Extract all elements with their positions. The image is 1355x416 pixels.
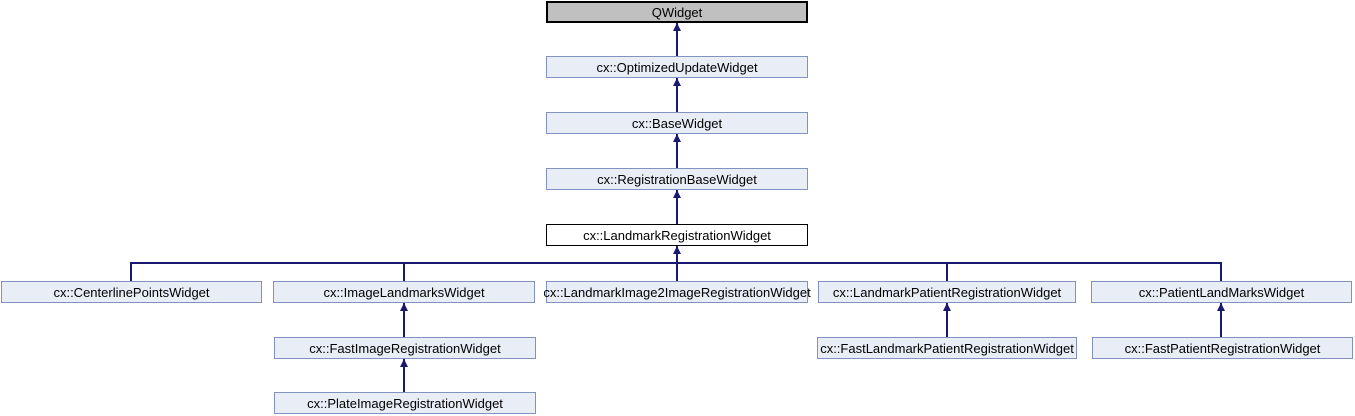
edge-line xyxy=(403,359,405,392)
inheritance-arrowhead xyxy=(673,78,681,86)
inheritance-arrowhead xyxy=(673,134,681,142)
inheritance-arrowhead xyxy=(400,359,408,367)
edge-line xyxy=(676,134,678,168)
edge-line xyxy=(676,246,678,264)
class-node-plateimageregistrationwidget[interactable]: cx::PlateImageRegistrationWidget xyxy=(274,392,536,414)
edge-line xyxy=(130,264,132,281)
edge-line xyxy=(403,303,405,337)
edge-line xyxy=(676,23,678,56)
inheritance-arrowhead xyxy=(673,23,681,31)
class-node-landmarkpatientregistrationwidget[interactable]: cx::LandmarkPatientRegistrationWidget xyxy=(818,281,1076,303)
class-node-registrationbasewidget[interactable]: cx::RegistrationBaseWidget xyxy=(546,168,808,190)
edge-bus-line xyxy=(130,262,1222,264)
edge-line xyxy=(676,190,678,224)
class-node-landmarkregistrationwidget: cx::LandmarkRegistrationWidget xyxy=(546,224,808,246)
class-node-basewidget[interactable]: cx::BaseWidget xyxy=(546,112,808,134)
class-node-centerlinepointswidget[interactable]: cx::CenterlinePointsWidget xyxy=(1,281,262,303)
class-node-optimizedupdatewidget[interactable]: cx::OptimizedUpdateWidget xyxy=(546,56,808,78)
edge-line xyxy=(946,303,948,337)
inheritance-arrowhead xyxy=(1217,303,1225,311)
edge-line xyxy=(676,264,678,281)
class-node-qwidget: QWidget xyxy=(546,1,808,23)
edge-line xyxy=(946,264,948,281)
class-node-landmarkimage2imageregistrationwidget[interactable]: cx::LandmarkImage2ImageRegistrationWidge… xyxy=(543,281,811,303)
class-node-fastlandmarkpatientregistrationwidget[interactable]: cx::FastLandmarkPatientRegistrationWidge… xyxy=(817,337,1077,359)
inheritance-arrowhead xyxy=(673,190,681,198)
class-node-imagelandmarkswidget[interactable]: cx::ImageLandmarksWidget xyxy=(273,281,535,303)
edge-line xyxy=(1220,264,1222,281)
edge-line xyxy=(403,264,405,281)
inheritance-arrowhead xyxy=(943,303,951,311)
inheritance-arrowhead xyxy=(673,246,681,254)
inheritance-arrowhead xyxy=(400,303,408,311)
edge-line xyxy=(1220,303,1222,337)
class-node-fastpatientregistrationwidget[interactable]: cx::FastPatientRegistrationWidget xyxy=(1092,337,1353,359)
class-node-patientlandmarkswidget[interactable]: cx::PatientLandMarksWidget xyxy=(1091,281,1352,303)
edge-line xyxy=(676,78,678,112)
class-node-fastimageregistrationwidget[interactable]: cx::FastImageRegistrationWidget xyxy=(274,337,536,359)
